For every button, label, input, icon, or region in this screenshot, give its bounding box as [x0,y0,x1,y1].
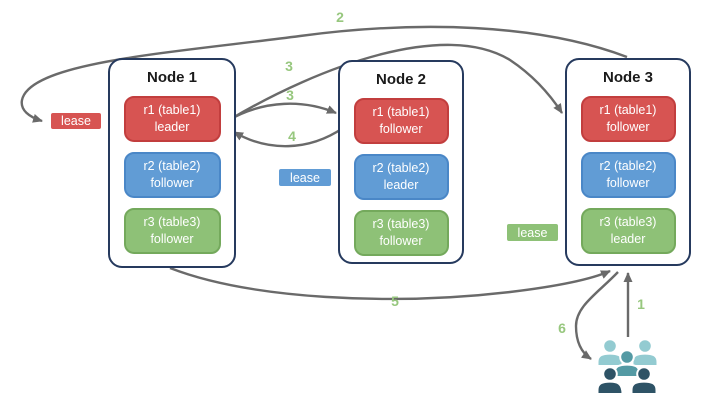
replica-label: r2 (table2) [599,159,657,174]
step-label-4: 4 [288,128,296,144]
replica-role: follower [606,120,650,134]
replica-r3-node2: r3 (table3) follower [353,210,449,256]
arrow-step-4-node2-to-leader [233,127,344,148]
node-1-title: Node 1 [146,69,197,86]
step-label-6: 6 [558,320,566,336]
arrow-step-3-leader-to-node3 [228,43,564,122]
node-2: Node 2 r1 (table1) follower r2 (table2) … [338,60,464,264]
step-label-3a: 3 [285,58,293,74]
replica-label: r3 (table3) [599,215,657,230]
step-label-3b: 3 [286,87,294,103]
replica-r1-node3: r1 (table1) follower [580,96,676,142]
replica-role: leader [154,120,190,134]
node-2-replicas: r1 (table1) follower r2 (table2) leader … [340,98,462,256]
replica-r3-node1: r3 (table3) follower [123,208,221,254]
replica-r2-node2: r2 (table2) leader [353,154,449,200]
lease-badge-table1: lease [49,111,103,131]
replica-role: follower [150,176,194,190]
node-1-replicas: r1 (table1) leader r2 (table2) follower … [110,96,234,254]
replica-role: leader [383,178,419,192]
replica-label: r3 (table3) [143,215,201,230]
step-label-5: 5 [391,293,399,309]
arrow-step-5-node1-to-node3 [169,266,611,301]
replica-role: follower [379,122,423,136]
replica-r3-node3: r3 (table3) leader [580,208,676,254]
arrow-step-3-leader-to-node2 [226,102,337,123]
node-3: Node 3 r1 (table1) follower r2 (table2) … [565,58,691,266]
replica-label: r2 (table2) [372,161,430,176]
replica-label: r1 (table1) [599,103,657,118]
replica-label: r1 (table1) [143,103,201,118]
replica-r2-node3: r2 (table2) follower [580,152,676,198]
node-2-title: Node 2 [375,71,426,88]
step-label-2: 2 [336,9,344,25]
node-1: Node 1 r1 (table1) leader r2 (table2) fo… [108,58,236,268]
replica-label: r2 (table2) [143,159,201,174]
arrow-step-6-node3-to-clients [574,271,619,360]
replica-role: follower [606,176,650,190]
users-icon [596,338,659,395]
replica-r1-node2: r1 (table1) follower [353,98,449,144]
replica-r1-node1: r1 (table1) leader [123,96,221,142]
lease-badge-table2: lease [277,167,333,188]
replica-role: follower [379,234,423,248]
node-3-replicas: r1 (table1) follower r2 (table2) followe… [567,96,689,254]
node-3-title: Node 3 [602,69,653,86]
step-label-1: 1 [637,296,645,312]
replica-label: r1 (table1) [372,105,430,120]
replica-label: r3 (table3) [372,217,430,232]
arrow-step-2-node3-to-lease1 [20,25,628,123]
replica-role: follower [150,232,194,246]
lease-badge-table3: lease [505,222,560,243]
replica-r2-node1: r2 (table2) follower [123,152,221,198]
replica-role: leader [610,232,646,246]
